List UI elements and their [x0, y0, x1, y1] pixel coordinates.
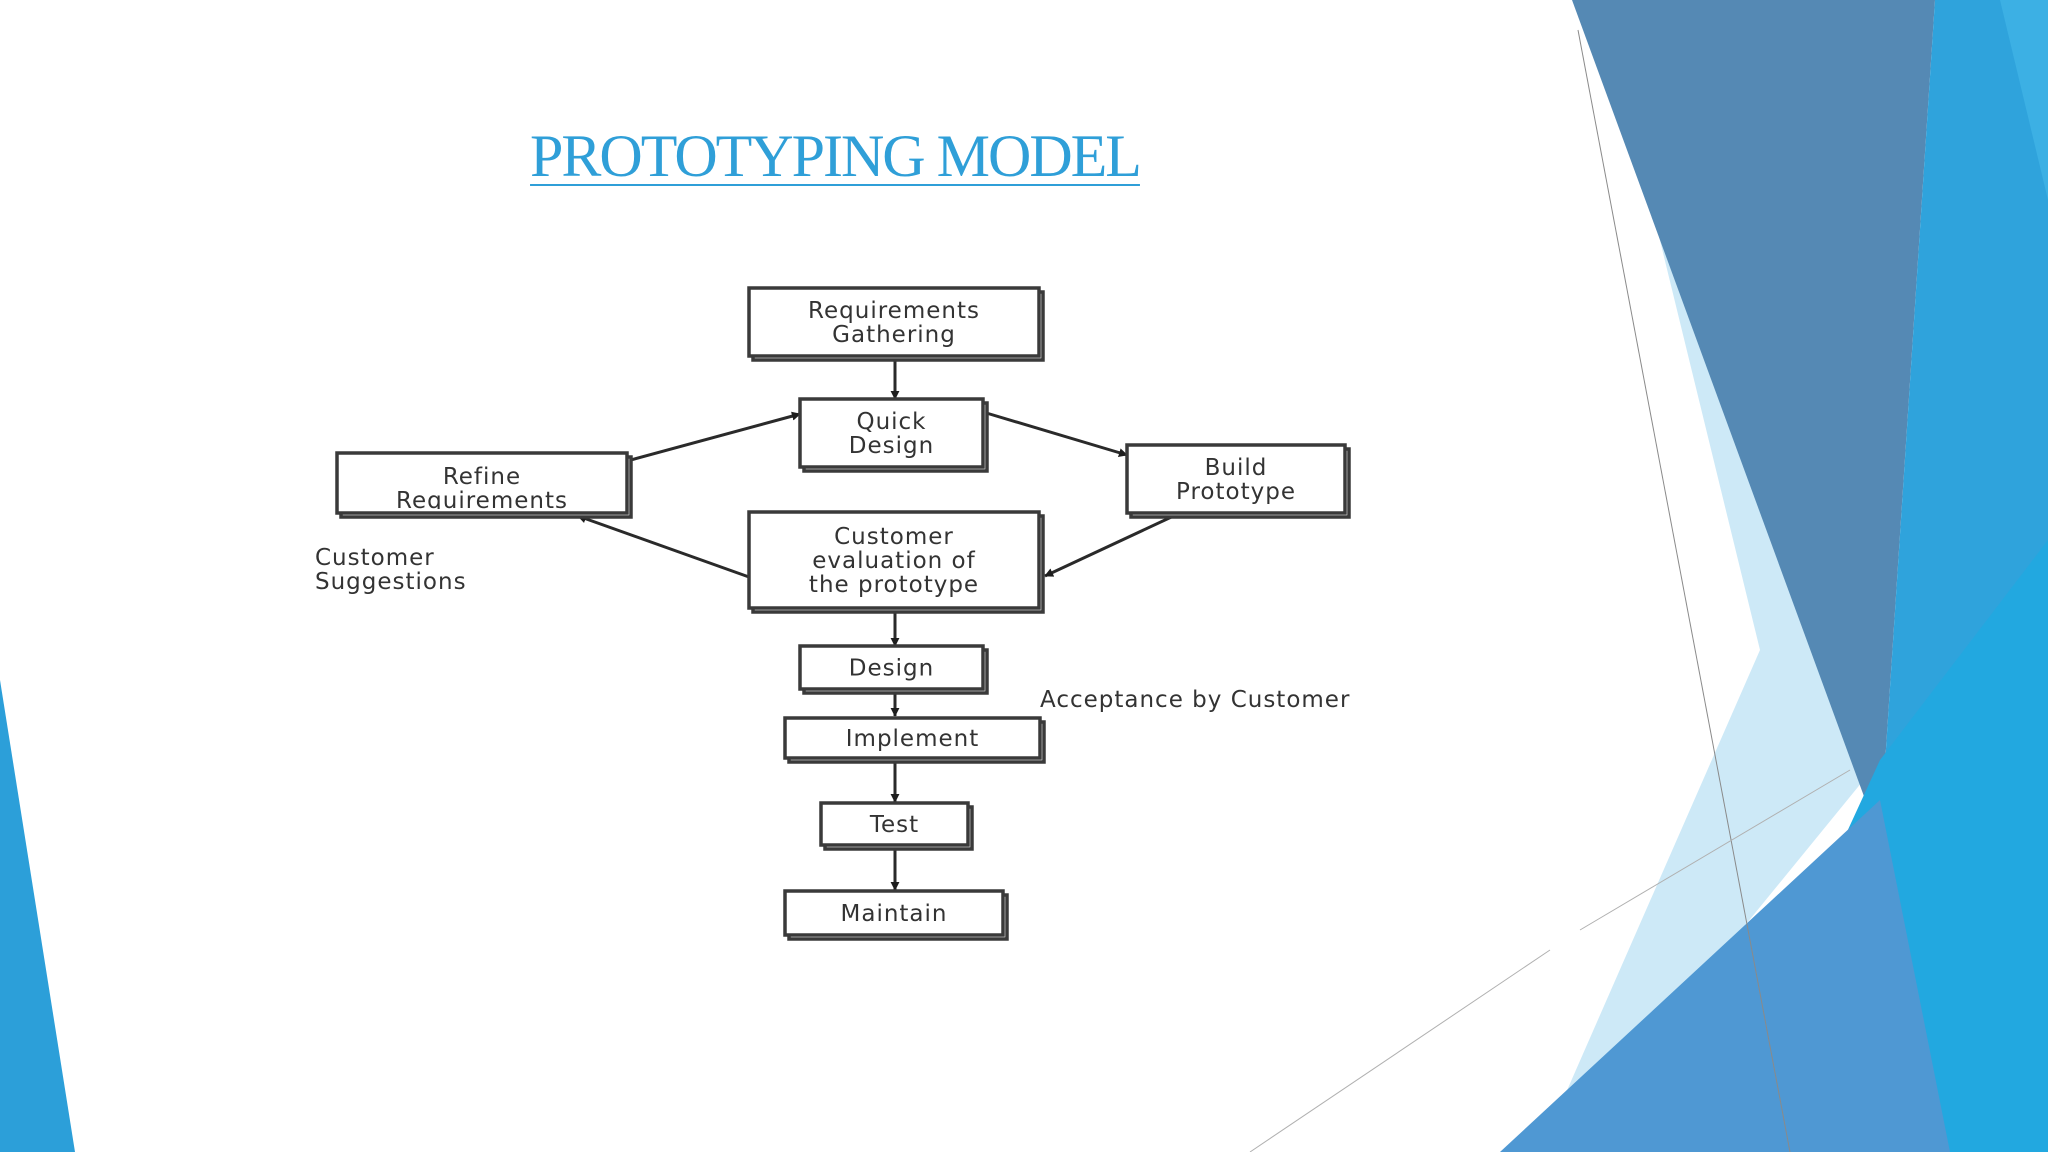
thin-line-2: [1249, 949, 1551, 1152]
flow-nodes: RequirementsGatheringQuickDesignBuildPro…: [335, 286, 1351, 941]
flow-arrow-quick-design-to-build-prototype: [982, 410, 1128, 457]
right-far-strip: [2000, 0, 2048, 200]
node-label: Prototype: [1176, 479, 1296, 505]
node-label: Implement: [846, 726, 979, 752]
flow-node-test: Test: [819, 801, 974, 851]
node-label: Design: [849, 656, 934, 682]
node-label: Customer: [834, 524, 954, 550]
right-bottom-panel: [1500, 800, 1950, 1152]
node-label: the prototype: [809, 572, 979, 598]
node-label: Test: [869, 812, 919, 838]
flow-arrow-refine-to-quick-design: [626, 411, 801, 463]
node-label: Requirements: [808, 298, 980, 324]
node-label: Quick: [856, 409, 926, 435]
thin-line-3: [1579, 769, 1851, 931]
flow-node-design: Design: [798, 644, 989, 695]
node-label: Refine: [443, 464, 521, 490]
acceptance-label: Acceptance by Customer: [1040, 687, 1350, 713]
flow-node-maintain: Maintain: [783, 889, 1009, 941]
right-dark-panel: [1572, 0, 1935, 840]
node-label: Maintain: [841, 901, 948, 927]
flow-node-implement: Implement: [783, 716, 1046, 764]
node-label: evaluation of: [812, 548, 975, 574]
customer-suggestions-label: Suggestions: [315, 569, 467, 595]
thin-line-1: [1577, 29, 1791, 1152]
node-label: Build: [1205, 455, 1268, 481]
left-accent-shape: [0, 680, 75, 1152]
flow-arrow-build-prototype-to-evaluation: [1044, 511, 1181, 578]
node-label: Gathering: [832, 322, 956, 348]
node-label: Requirements: [396, 488, 568, 514]
slide-title: PROTOTYPING MODEL: [530, 123, 1142, 189]
customer-suggestions-label: Customer: [315, 545, 435, 571]
flow-arrow-evaluation-to-refine: [577, 514, 750, 579]
node-label: Design: [849, 433, 934, 459]
